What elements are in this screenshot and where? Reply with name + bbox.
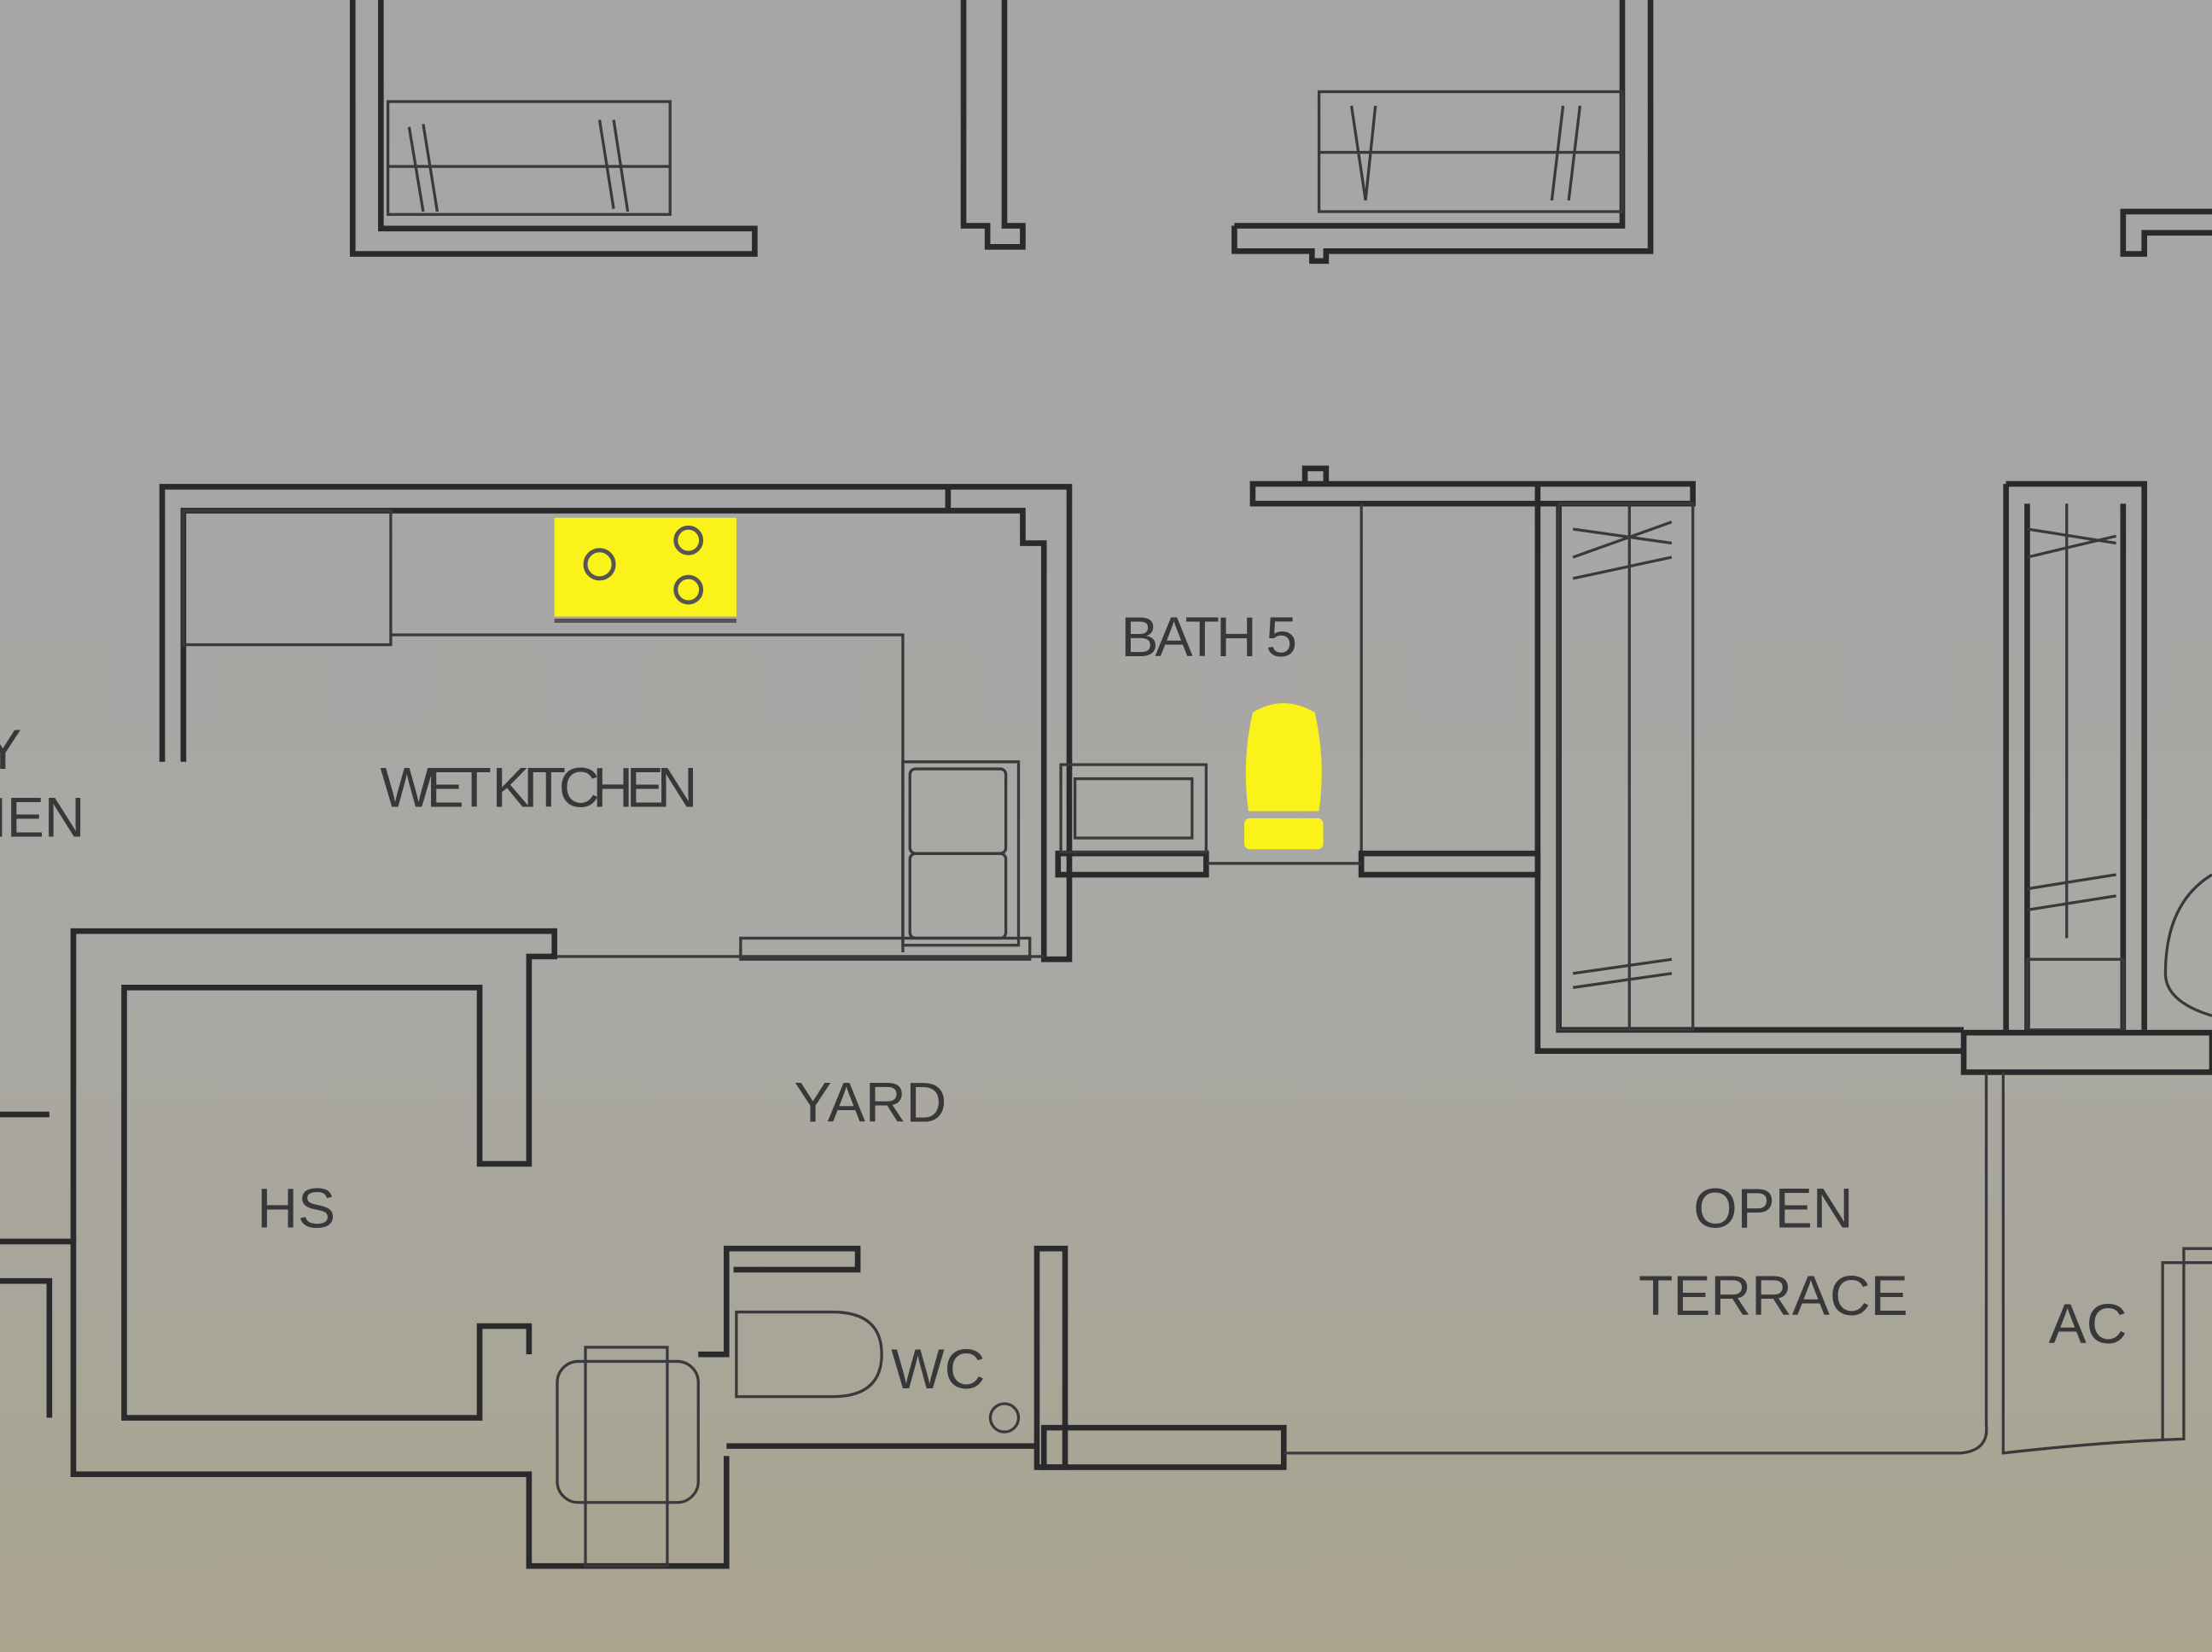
room-label-partial-1: Y — [0, 718, 21, 782]
burner-icon — [583, 548, 616, 581]
wc — [726, 1245, 1287, 1470]
top-left-room — [349, 0, 1026, 257]
room-label-partial-2: HEN — [0, 786, 85, 849]
room-label-hs: HS — [257, 1177, 335, 1240]
burner-icon — [673, 574, 704, 605]
room-label-terrace: TERRACE — [1639, 1265, 1908, 1328]
room-label-wc: WC — [891, 1338, 985, 1401]
room-label-wet-kitchen: WET KITCHEN — [381, 757, 698, 820]
household-shelter — [0, 928, 861, 1569]
top-middle-room — [1231, 0, 2212, 265]
wardrobe — [1534, 480, 2212, 1075]
stove — [554, 517, 736, 623]
wet-kitchen — [159, 484, 1073, 963]
room-label-open: OPEN — [1693, 1177, 1853, 1240]
room-label-yard: YARD — [795, 1071, 947, 1134]
toilet — [1244, 703, 1324, 850]
room-label-ac: AC — [2049, 1293, 2128, 1356]
burner-icon — [673, 525, 704, 556]
room-label-bath-5: BATH 5 — [1121, 606, 1297, 669]
terrace-boundary — [1284, 1072, 2212, 1455]
